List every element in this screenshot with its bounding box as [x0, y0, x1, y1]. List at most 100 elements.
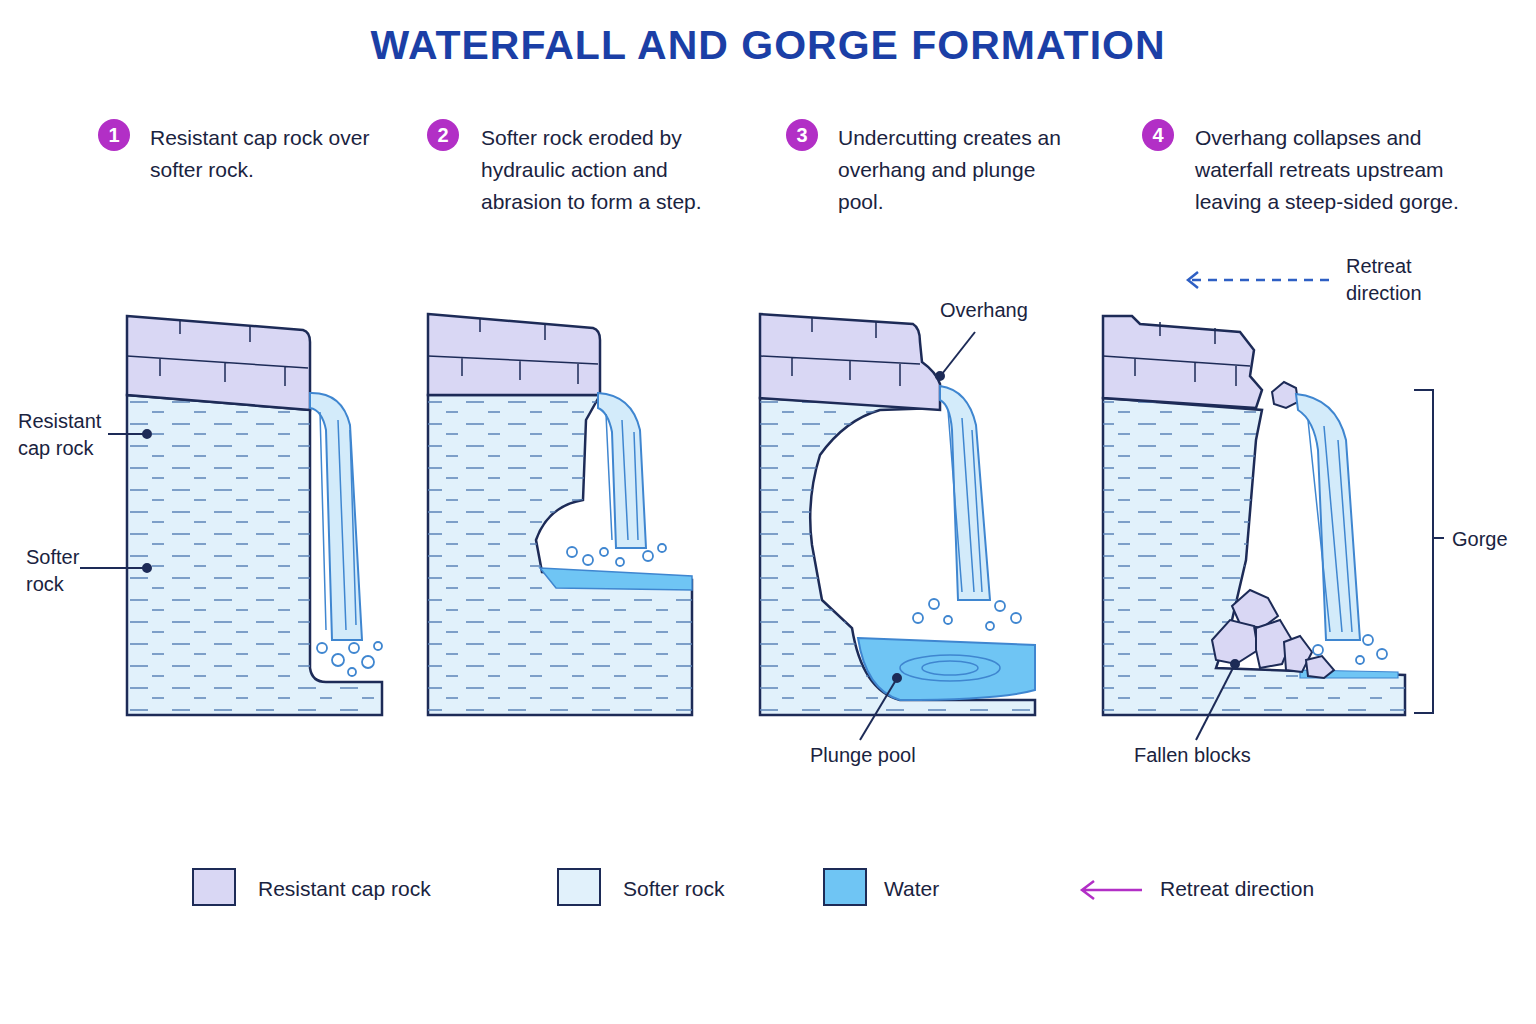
- waterfall: [598, 393, 646, 548]
- callout-number: 3: [796, 124, 807, 147]
- retreat-arrowhead: [1188, 272, 1198, 288]
- block: [1306, 656, 1334, 678]
- waterfall: [310, 393, 362, 640]
- leader-dot: [1231, 660, 1239, 668]
- panel-one: [127, 316, 382, 715]
- legend-swatch: [557, 868, 601, 906]
- legend-text: Retreat direction: [1160, 877, 1314, 901]
- cap-rock: [760, 314, 940, 410]
- splash-bubble: [1011, 613, 1021, 623]
- splash-bubble: [986, 622, 994, 630]
- rock-texture: [760, 398, 1035, 715]
- cap-rock: [1103, 316, 1262, 408]
- waterfall-streaks: [606, 414, 638, 540]
- legend-text: Softer rock: [623, 877, 725, 901]
- plunge-pool: [858, 638, 1035, 700]
- waterfall: [940, 386, 990, 600]
- waterfall-streaks: [320, 412, 356, 630]
- step-number-circle: 4: [1142, 119, 1174, 151]
- legend-swatch: [823, 868, 867, 906]
- leader-dot: [143, 564, 151, 572]
- splash: [567, 544, 666, 566]
- part-label: Resistant cap rock: [18, 408, 110, 462]
- softer-rock: [760, 398, 1035, 715]
- splash-bubble: [583, 555, 593, 565]
- panel-four: [1103, 272, 1444, 715]
- rock-joints: [760, 318, 920, 386]
- leader-dot: [936, 372, 944, 380]
- splash-bubble: [332, 654, 344, 666]
- gorge-bracket: [1414, 390, 1444, 713]
- part-label: Retreat direction: [1346, 253, 1446, 307]
- step-number-circle: 2: [427, 119, 459, 151]
- leader-line: [860, 680, 896, 740]
- splash-bubble: [913, 613, 923, 623]
- pool-ripples: [900, 655, 1000, 681]
- splash-bubble: [600, 548, 608, 556]
- step-number-circle: 1: [98, 119, 130, 151]
- panel-two: [428, 314, 692, 715]
- rock-texture: [428, 395, 692, 715]
- splash-bubble: [1363, 635, 1373, 645]
- splash-bubble: [374, 642, 382, 650]
- part-label: Fallen blocks: [1134, 742, 1274, 769]
- splash-bubble: [317, 643, 327, 653]
- splash: [1313, 635, 1387, 664]
- step-caption: Resistant cap rock over softer rock.: [150, 122, 370, 186]
- water-step: [540, 568, 692, 590]
- leader-dot: [143, 430, 151, 438]
- waterfall-streaks: [948, 410, 982, 592]
- part-label: Softer rock: [26, 544, 96, 598]
- splash-bubble: [1356, 656, 1364, 664]
- splash: [317, 642, 382, 676]
- part-label: Gorge: [1452, 526, 1532, 553]
- splash-bubble: [929, 599, 939, 609]
- splash-bubble: [616, 558, 624, 566]
- splash-bubble: [995, 601, 1005, 611]
- ripple: [922, 661, 978, 675]
- title: WATERFALL AND GORGE FORMATION: [0, 22, 1536, 69]
- callout-number: 2: [437, 124, 448, 147]
- splash-bubble: [349, 643, 359, 653]
- splash-bubble: [362, 656, 374, 668]
- leader-lines: [80, 332, 1239, 740]
- leader-line: [1196, 666, 1234, 740]
- step-caption: Undercutting creates an overhang and plu…: [838, 122, 1068, 218]
- rock-texture: [1103, 398, 1405, 715]
- step-number-circle: 3: [786, 119, 818, 151]
- block: [1212, 620, 1258, 664]
- splash: [913, 599, 1021, 630]
- splash-bubble: [1377, 649, 1387, 659]
- legend-text: Resistant cap rock: [258, 877, 431, 901]
- leader-line: [80, 567, 147, 569]
- splash-bubble: [643, 551, 653, 561]
- cap-rock: [127, 316, 310, 410]
- legend-text: Water: [884, 877, 939, 901]
- splash-bubble: [1313, 645, 1323, 655]
- rock-joints: [1103, 322, 1250, 386]
- waterfall: [1296, 394, 1360, 640]
- leader-line: [108, 433, 147, 435]
- leader-dot: [893, 674, 901, 682]
- step-caption: Overhang collapses and waterfall retreat…: [1195, 122, 1495, 218]
- callout-number: 4: [1152, 124, 1163, 147]
- callout-number: 1: [108, 124, 119, 147]
- step-caption: Softer rock eroded by hydraulic action a…: [481, 122, 736, 218]
- part-label: Plunge pool: [810, 742, 940, 769]
- splash-bubble: [567, 547, 577, 557]
- part-label: Overhang: [940, 297, 1050, 324]
- splash-bubble: [658, 544, 666, 552]
- retreat-arrow: [1192, 279, 1330, 282]
- loose-block: [1272, 382, 1298, 408]
- legend-arrow: [1082, 881, 1142, 899]
- leader-line: [942, 332, 975, 374]
- ripple: [900, 655, 1000, 681]
- legend-swatch: [192, 868, 236, 906]
- panel-three: [760, 314, 1035, 715]
- rock-joints: [428, 318, 598, 384]
- cap-rock: [428, 314, 600, 395]
- splash-bubble: [348, 668, 356, 676]
- softer-rock: [1103, 398, 1405, 715]
- softer-rock: [428, 395, 692, 715]
